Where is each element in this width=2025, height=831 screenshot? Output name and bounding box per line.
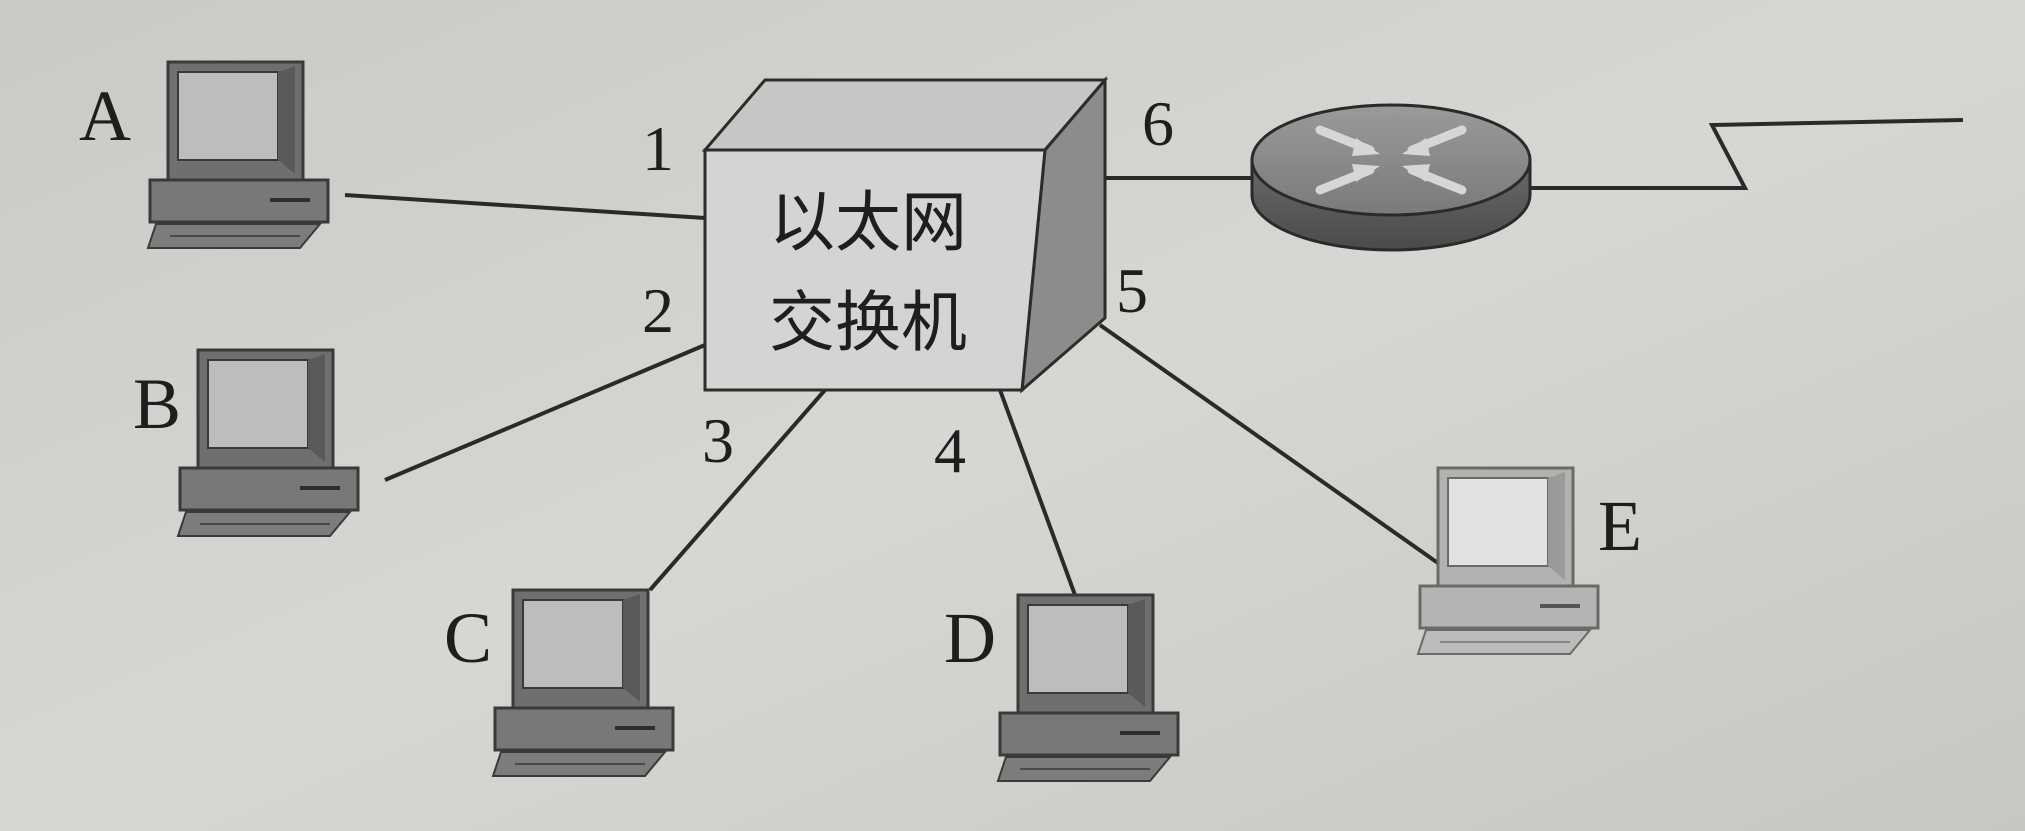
host-e-computer-icon: [1416, 466, 1600, 656]
router-icon: [1250, 103, 1532, 252]
host-label-e: E: [1598, 486, 1642, 566]
host-c-computer-icon: [491, 588, 675, 778]
host-label-b: B: [133, 364, 181, 444]
host-d-computer-icon: [996, 593, 1180, 783]
connection-lines: [344, 176, 1447, 596]
port-label-2: 2: [642, 275, 674, 346]
port-label-3: 3: [702, 405, 734, 476]
serial-wan-link-icon: [1530, 118, 1964, 190]
host-a-computer-icon: [146, 60, 330, 250]
port-label-4: 4: [934, 415, 966, 486]
host-label-c: C: [444, 598, 492, 678]
host-label-d: D: [944, 598, 996, 678]
port-label-5: 5: [1116, 255, 1148, 326]
switch-label-line-2: 交换机: [769, 284, 967, 361]
switch-label-line-1: 以太网: [769, 184, 967, 261]
port-label-6: 6: [1142, 88, 1174, 159]
link-b-port-2: [384, 343, 706, 482]
link-d-port-4: [998, 389, 1077, 596]
link-e-port-5: [1098, 323, 1447, 570]
port-label-1: 1: [642, 113, 674, 184]
host-label-a: A: [79, 76, 131, 156]
host-b-computer-icon: [176, 348, 360, 538]
link-c-port-3: [648, 388, 827, 592]
link-a-port-1: [344, 193, 706, 220]
ethernet-switch-icon: 以太网 交换机: [701, 75, 1109, 394]
